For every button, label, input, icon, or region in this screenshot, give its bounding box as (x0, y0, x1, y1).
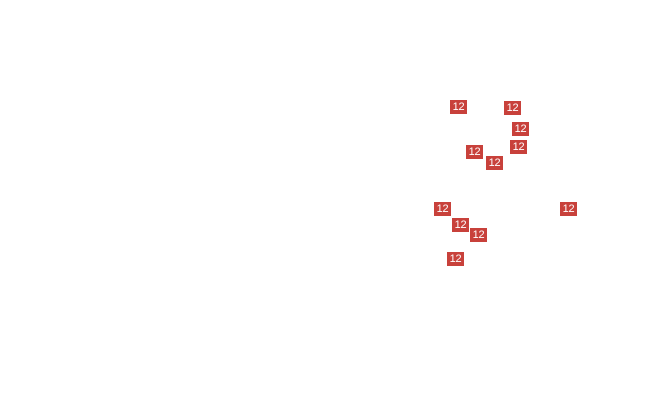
map-marker[interactable]: 12 (560, 202, 577, 216)
map-marker[interactable]: 12 (470, 228, 487, 242)
map-marker[interactable]: 12 (447, 252, 464, 266)
map-marker[interactable]: 12 (510, 140, 527, 154)
map-marker[interactable]: 12 (504, 101, 521, 115)
map-marker[interactable]: 12 (434, 202, 451, 216)
map-marker[interactable]: 12 (466, 145, 483, 159)
map-marker[interactable]: 12 (450, 100, 467, 114)
map-marker[interactable]: 12 (512, 122, 529, 136)
map-marker[interactable]: 12 (486, 156, 503, 170)
map-marker[interactable]: 12 (452, 218, 469, 232)
